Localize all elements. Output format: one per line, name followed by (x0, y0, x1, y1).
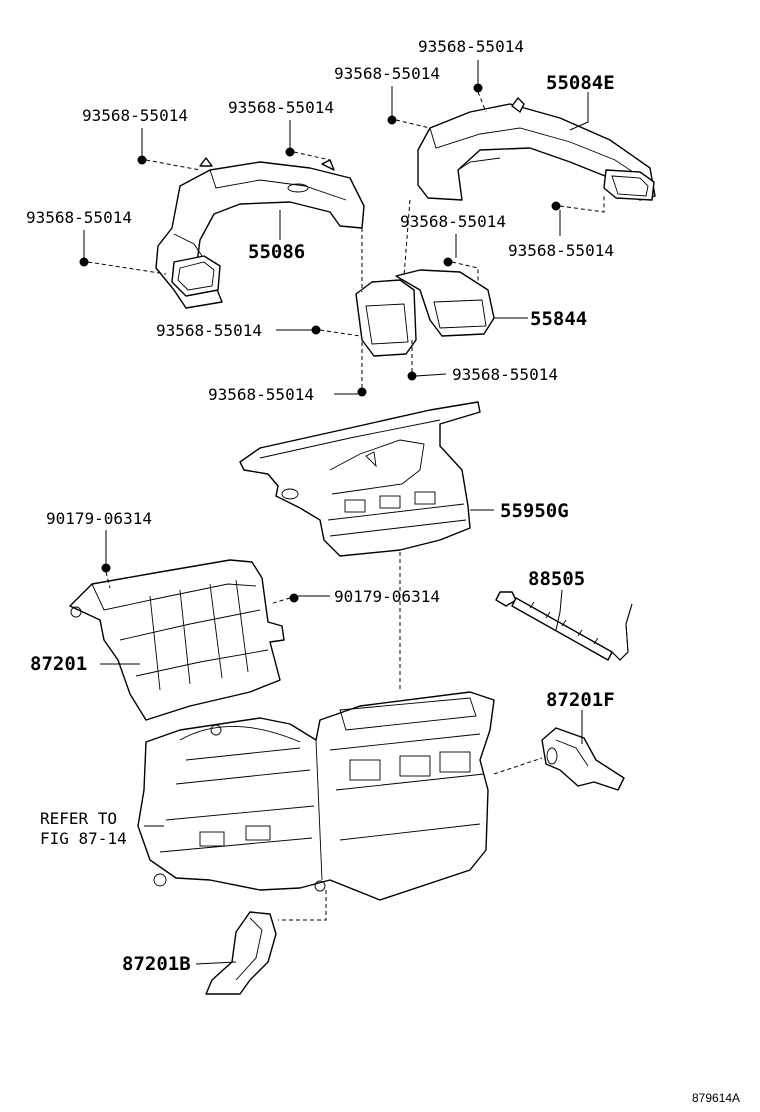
label-part-55086[interactable]: 55086 (248, 241, 305, 263)
label-part-87201f[interactable]: 87201F (546, 689, 615, 711)
label-part-87201[interactable]: 87201 (30, 653, 87, 675)
hvac-unit[interactable] (137, 691, 495, 901)
label-bolt-right-b[interactable]: 93568-55014 (508, 241, 614, 260)
panel-55950g[interactable] (239, 401, 481, 557)
label-part-55950g[interactable]: 55950G (500, 500, 569, 522)
bolt-icons (79, 83, 561, 603)
bracket-87201b[interactable] (205, 911, 277, 995)
figure-code: 879614A (692, 1091, 740, 1105)
assembly-lines (87, 91, 605, 921)
vent-55844[interactable] (355, 269, 495, 357)
label-refer-line2[interactable]: FIG 87-14 (40, 829, 127, 848)
label-bolt-left-low[interactable]: 93568-55014 (26, 208, 132, 227)
sensor-88505[interactable] (495, 591, 633, 661)
part-labels: 93568-55014 93568-55014 93568-55014 9356… (26, 37, 740, 1105)
duct-55084e[interactable] (417, 97, 656, 201)
label-bolt-left-top[interactable]: 93568-55014 (82, 106, 188, 125)
label-nut-center[interactable]: 90179-06314 (334, 587, 440, 606)
label-bolt-right-a[interactable]: 93568-55014 (400, 212, 506, 231)
label-part-55844[interactable]: 55844 (530, 308, 587, 330)
duct-87201[interactable] (69, 559, 285, 721)
bracket-87201f[interactable] (541, 727, 625, 791)
label-part-55084e[interactable]: 55084E (546, 72, 615, 94)
label-nut-left[interactable]: 90179-06314 (46, 509, 152, 528)
label-bolt-center-left[interactable]: 93568-55014 (156, 321, 262, 340)
label-bolt-left-mid[interactable]: 93568-55014 (228, 98, 334, 117)
label-bolt-center-low[interactable]: 93568-55014 (208, 385, 314, 404)
label-part-87201b[interactable]: 87201B (122, 953, 191, 975)
label-bolt-top-right[interactable]: 93568-55014 (418, 37, 524, 56)
duct-55086[interactable] (155, 157, 365, 309)
label-part-88505[interactable]: 88505 (528, 568, 585, 590)
label-bolt-center-right[interactable]: 93568-55014 (452, 365, 558, 384)
label-refer-line1[interactable]: REFER TO (40, 809, 117, 828)
leader-lines (83, 60, 589, 965)
label-bolt-top-mid[interactable]: 93568-55014 (334, 64, 440, 83)
